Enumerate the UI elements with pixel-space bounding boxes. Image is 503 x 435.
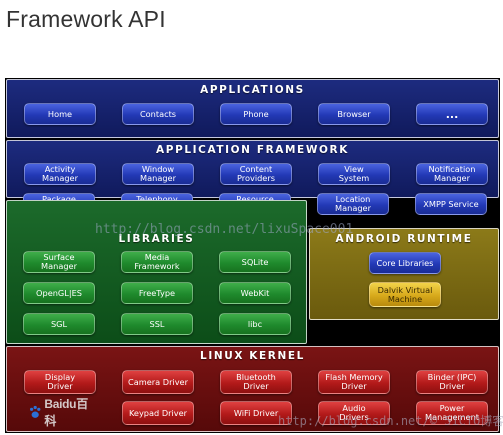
- fw-notification-manager: Notification Manager: [416, 163, 488, 185]
- fw-xmpp-service: XMPP Service: [415, 193, 487, 215]
- page-title: Framework API: [6, 6, 166, 32]
- k-wifi-driver: WiFi Driver: [220, 401, 292, 425]
- applications-layer-title: Applications: [200, 84, 305, 96]
- android-architecture-diagram: Applications Home Contacts Phone Browser…: [5, 78, 500, 433]
- lib-libc: libc: [219, 313, 291, 335]
- fw-window-manager: Window Manager: [122, 163, 194, 185]
- lib-freetype: FreeType: [121, 282, 193, 304]
- fw-location-manager: Location Manager: [317, 193, 389, 215]
- k-power-management: Power Management: [416, 401, 488, 425]
- k-display-driver: Display Driver: [24, 370, 96, 394]
- applications-layer: Applications Home Contacts Phone Browser…: [6, 79, 499, 138]
- k-audio-drivers: Audio Drivers: [318, 401, 390, 425]
- app-home: Home: [24, 103, 96, 125]
- k-flash-memory-driver: Flash Memory Driver: [318, 370, 390, 394]
- app-contacts: Contacts: [122, 103, 194, 125]
- application-framework-layer: Application Framework Activity Manager W…: [6, 140, 499, 198]
- rt-dalvik-vm: Dalvik Virtual Machine: [369, 282, 441, 307]
- android-runtime-layer-title: Android Runtime: [335, 233, 473, 245]
- fw-activity-manager: Activity Manager: [24, 163, 96, 185]
- libraries-layer-title: Libraries: [118, 233, 195, 245]
- lib-webkit: WebKit: [219, 282, 291, 304]
- app-phone: Phone: [220, 103, 292, 125]
- app-more: ...: [416, 103, 488, 125]
- k-bluetooth-driver: Bluetooth Driver: [220, 370, 292, 394]
- rt-core-libraries: Core Libraries: [369, 252, 441, 274]
- k-camera-driver: Camera Driver: [122, 370, 194, 394]
- lib-sgl: SGL: [23, 313, 95, 335]
- application-framework-layer-title: Application Framework: [156, 144, 349, 156]
- k-binder-ipc-driver: Binder (IPC) Driver: [416, 370, 488, 394]
- lib-sqlite: SQLite: [219, 251, 291, 273]
- fw-content-providers: Content Providers: [220, 163, 292, 185]
- app-browser: Browser: [318, 103, 390, 125]
- lib-media-framework: Media Framework: [121, 251, 193, 273]
- lib-opengl-es: OpenGL|ES: [23, 282, 95, 304]
- lib-ssl: SSL: [121, 313, 193, 335]
- linux-kernel-layer-title: Linux Kernel: [200, 350, 305, 362]
- fw-view-system: View System: [318, 163, 390, 185]
- linux-kernel-layer: Linux Kernel Display Driver Camera Drive…: [6, 346, 499, 432]
- k-keypad-driver: Keypad Driver: [122, 401, 194, 425]
- android-runtime-layer: Android Runtime Core Libraries Dalvik Vi…: [309, 228, 499, 320]
- libraries-layer: Libraries Surface Manager Media Framewor…: [6, 200, 307, 344]
- lib-surface-manager: Surface Manager: [23, 251, 95, 273]
